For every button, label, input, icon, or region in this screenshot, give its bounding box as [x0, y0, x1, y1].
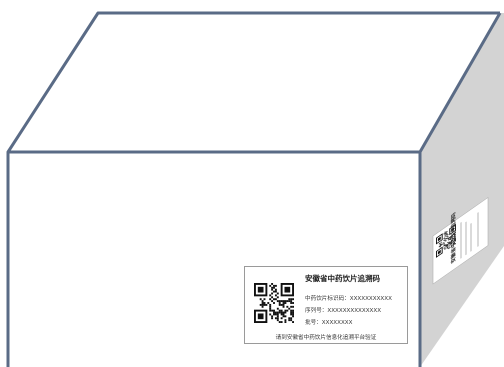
- traceability-label: 安徽省中药饮片追溯码 中药饮片标识码：XXXXXXXXXXX 序列号：XXXXX…: [244, 266, 408, 344]
- label-line-batch: 批号：XXXXXXXX: [305, 320, 353, 326]
- side-label-title: 安徽省中药饮片追溯码: [450, 210, 457, 265]
- box-edges: [6, 11, 502, 367]
- label-title: 安徽省中药饮片追溯码: [305, 274, 380, 283]
- qr-code-icon: [254, 283, 294, 323]
- box-top-face: [8, 13, 500, 152]
- label-line-identifier: 中药饮片标识码：XXXXXXXXXXX: [305, 296, 392, 302]
- side-qr-code-icon: [436, 223, 456, 258]
- label-footer: 请到安徽省中药饮片信息化追溯平台验证: [275, 335, 377, 341]
- side-label-text-lines: [460, 212, 479, 259]
- side-label: 安徽省中药饮片追溯码: [432, 196, 489, 285]
- label-line-serial: 序列号：XXXXXXXXXXXXXX: [305, 308, 382, 314]
